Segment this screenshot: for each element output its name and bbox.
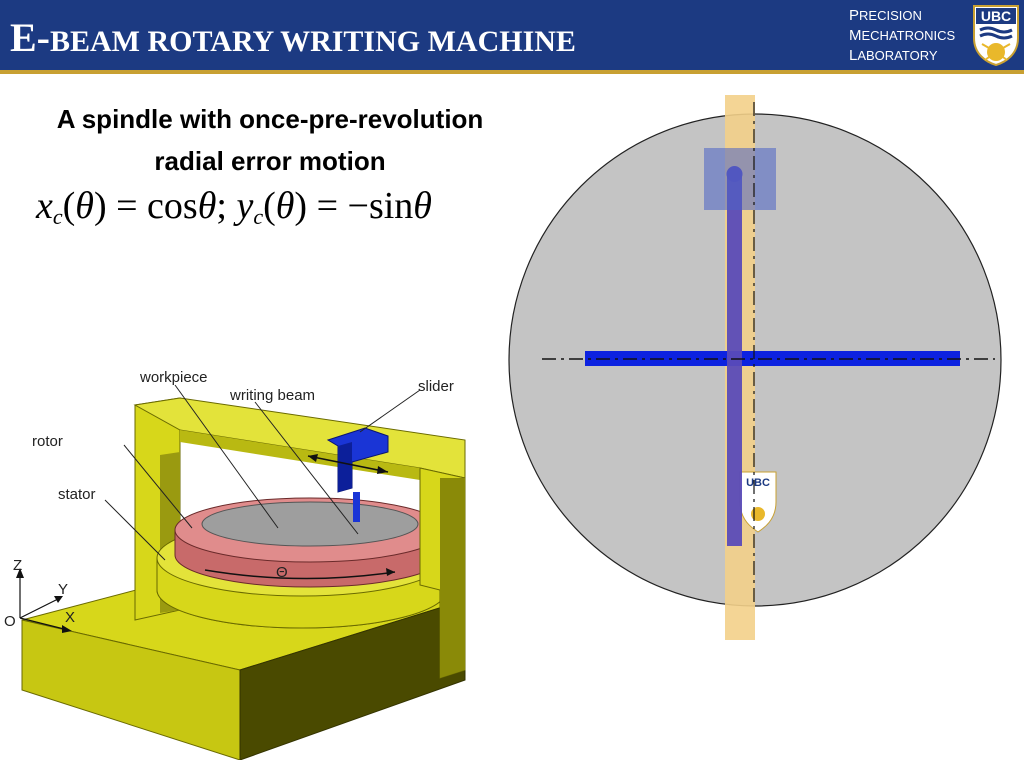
ubc-logo: UBC <box>973 5 1019 66</box>
svg-text:Z: Z <box>13 557 22 574</box>
writing-beam <box>353 492 360 522</box>
svg-text:Θ: Θ <box>276 564 288 581</box>
lab-name: PRECISION MECHATRONICS LABORATORY <box>849 7 956 64</box>
svg-text:UBC: UBC <box>746 477 770 489</box>
slide-title: E-BEAM ROTARY WRITING MACHINE <box>10 15 576 60</box>
slide-heading: A spindle with once-pre-revolution radia… <box>56 104 484 176</box>
svg-text:writing beam: writing beam <box>229 387 315 404</box>
svg-text:workpiece: workpiece <box>139 369 208 386</box>
base-side <box>239 599 466 760</box>
disk-top-view: UBC <box>508 95 1002 640</box>
svg-text:UBC: UBC <box>981 8 1011 24</box>
error-motion-equation: xc(θ) = cosθ; yc(θ) = −sinθ <box>36 185 432 229</box>
horizontal-bar <box>585 351 960 366</box>
svg-text:rotor: rotor <box>32 433 63 450</box>
header-divider <box>0 70 1024 74</box>
header-bar <box>0 0 1024 70</box>
svg-text:stator: stator <box>58 486 96 503</box>
beam-spot-box <box>704 148 776 210</box>
svg-text:slider: slider <box>418 378 454 395</box>
svg-text:Y: Y <box>58 581 68 598</box>
svg-text:X: X <box>65 609 75 626</box>
machine-diagram: workpiece writing beam slider rotor stat… <box>4 369 466 760</box>
workpiece <box>201 501 419 547</box>
base-front <box>21 619 241 760</box>
ubc-mark-icon: UBC <box>739 471 777 533</box>
svg-text:O: O <box>4 613 16 630</box>
